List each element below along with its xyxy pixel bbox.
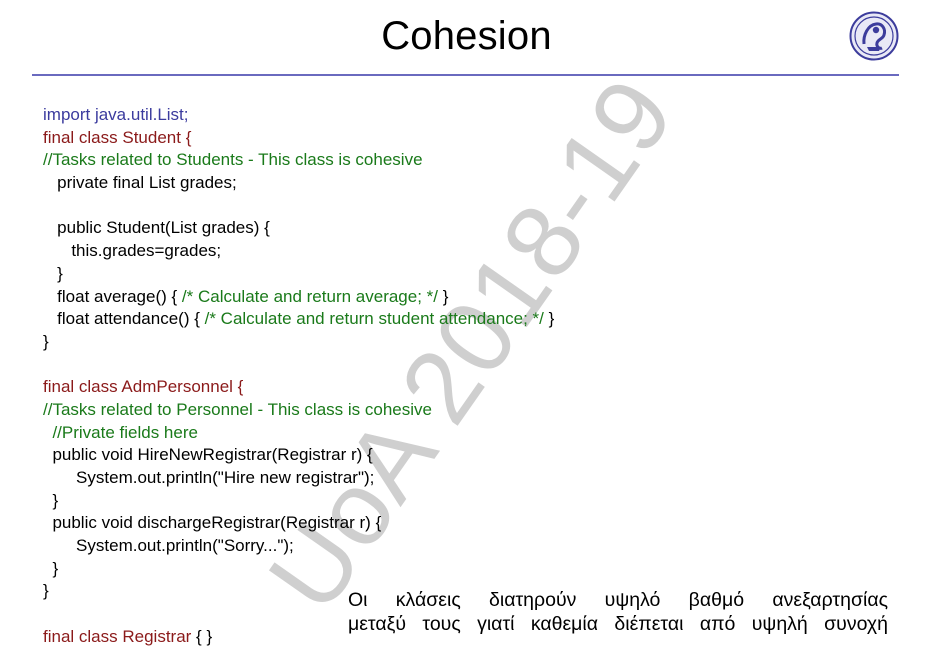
code-token: //Tasks related to Personnel - This clas… bbox=[43, 399, 432, 419]
code-token: } bbox=[43, 331, 49, 351]
code-token: /* Calculate and return average; */ bbox=[181, 286, 439, 306]
code-block: import java.util.List; final class Studen… bbox=[43, 104, 554, 649]
code-token: public Student(List grades) { bbox=[43, 218, 270, 238]
code-token: { } bbox=[191, 626, 213, 646]
code-token: float average() { bbox=[43, 286, 182, 306]
greek-note-line-1: Οι κλάσεις διατηρούν υψηλό βαθμό ανεξαρτ… bbox=[348, 589, 888, 611]
greek-note-line-2: μεταξύ τους γιατί καθεμία διέπεται από υ… bbox=[348, 613, 888, 635]
code-line: } bbox=[43, 580, 554, 603]
code-token: /* Calculate and return student attendan… bbox=[204, 309, 544, 329]
code-token: } bbox=[543, 309, 555, 329]
code-line: } bbox=[43, 263, 554, 286]
code-token: //Tasks related to Students - This class… bbox=[43, 150, 423, 170]
greek-note: Οι κλάσεις διατηρούν υψηλό βαθμό ανεξαρτ… bbox=[348, 588, 888, 636]
code-token: public void dischargeRegistrar(Registrar… bbox=[43, 513, 382, 533]
code-token: float attendance() { bbox=[43, 309, 205, 329]
university-seal-icon bbox=[849, 11, 899, 61]
code-line: //Private fields here bbox=[43, 422, 554, 445]
code-line: public void HireNewRegistrar(Registrar r… bbox=[43, 444, 554, 467]
code-line: import java.util.List; bbox=[43, 104, 554, 127]
code-line bbox=[43, 354, 554, 377]
code-line: this.grades=grades; bbox=[43, 240, 554, 263]
code-token: final class Registrar bbox=[43, 626, 192, 646]
code-token: } bbox=[43, 490, 59, 510]
code-line: final class AdmPersonnel { bbox=[43, 376, 554, 399]
code-line: float average() { /* Calculate and retur… bbox=[43, 286, 554, 309]
code-line: public void dischargeRegistrar(Registrar… bbox=[43, 512, 554, 535]
code-token: private final List grades; bbox=[43, 173, 237, 193]
title-divider bbox=[32, 74, 899, 76]
code-line: } bbox=[43, 331, 554, 354]
code-token: //Private fields here bbox=[43, 422, 198, 442]
code-line: System.out.println("Sorry..."); bbox=[43, 535, 554, 558]
code-token: System.out.println("Hire new registrar")… bbox=[43, 468, 375, 487]
slide-title: Cohesion bbox=[381, 14, 552, 58]
code-line: final class Student { bbox=[43, 127, 554, 150]
code-line: public Student(List grades) { bbox=[43, 217, 554, 240]
code-token: import java.util.List; bbox=[43, 105, 189, 124]
code-line: float attendance() { /* Calculate and re… bbox=[43, 308, 554, 331]
code-token: final class Student { bbox=[43, 127, 192, 147]
code-line: final class Registrar { } bbox=[43, 626, 554, 649]
code-token: } bbox=[43, 263, 63, 283]
code-token: final class AdmPersonnel { bbox=[43, 377, 244, 397]
code-line: private final List grades; bbox=[43, 172, 554, 195]
code-token: this.grades=grades; bbox=[43, 241, 222, 261]
code-token: } bbox=[43, 581, 49, 601]
code-token: } bbox=[438, 286, 449, 306]
code-line: //Tasks related to Students - This class… bbox=[43, 149, 554, 172]
code-token: } bbox=[43, 558, 59, 578]
code-line: //Tasks related to Personnel - This clas… bbox=[43, 399, 554, 422]
code-token: System.out.println("Sorry..."); bbox=[43, 536, 294, 556]
code-line bbox=[43, 195, 554, 218]
code-line: } bbox=[43, 558, 554, 581]
code-token: public void HireNewRegistrar(Registrar r… bbox=[43, 445, 373, 465]
code-line: } bbox=[43, 490, 554, 513]
code-line: System.out.println("Hire new registrar")… bbox=[43, 467, 554, 490]
